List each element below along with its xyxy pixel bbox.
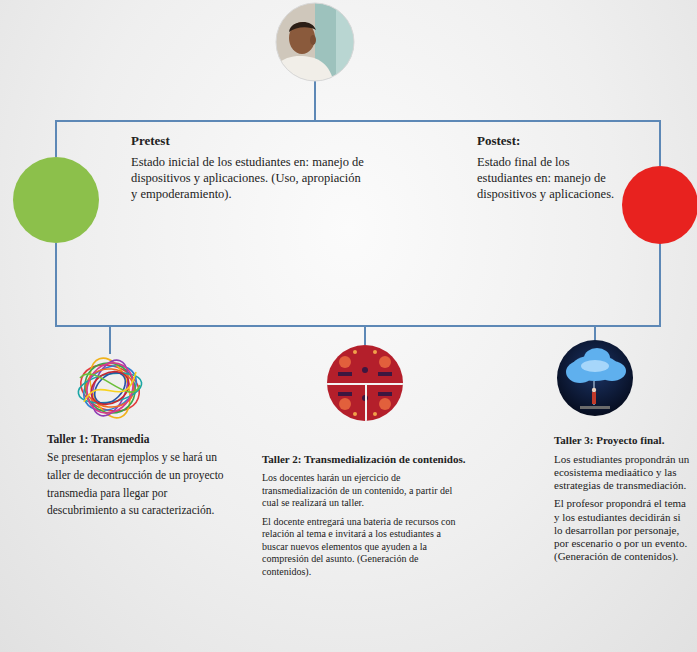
circle-shape xyxy=(622,166,697,244)
pretest-circle: PretestEstado inicial de los estudiantes… xyxy=(13,157,99,243)
circle-outline xyxy=(327,345,403,421)
circle-shape xyxy=(327,345,403,421)
workshop-description: El profesor propondrá el tema y los estu… xyxy=(554,497,691,563)
circle-shape xyxy=(76,354,144,422)
workshop-description: Se presentaran ejemplos y se hará un tal… xyxy=(47,449,227,520)
workshop-image: Taller 1: TransmediaSe presentaran ejemp… xyxy=(76,354,144,422)
workshop-heading: Taller 2: Transmedialización de contenid… xyxy=(262,452,468,466)
workshop-image: Taller 2: Transmedialización de contenid… xyxy=(327,345,403,421)
workshop-description: El docente entregará una bateria de recu… xyxy=(262,516,468,579)
yarn-ball-image xyxy=(74,353,145,424)
text-column: PretestEstado inicial de los estudiantes… xyxy=(131,133,367,203)
stage-heading: Pretest xyxy=(131,133,367,150)
text-column: Postest: Estado final de los estudiantes … xyxy=(477,133,617,203)
connector-line xyxy=(56,243,110,354)
stage-heading: Postest: xyxy=(477,133,617,150)
connector-line xyxy=(56,243,365,345)
workshop-description: Los estudiantes propondrán un ecosistema… xyxy=(554,453,691,493)
photo-stem xyxy=(314,81,316,121)
frame-line xyxy=(595,243,660,326)
workshop-heading: Taller 1: Transmedia xyxy=(47,432,227,447)
circle-shape xyxy=(557,340,633,416)
postest-circle: Postest:Estado final de los estudiantes … xyxy=(622,166,697,244)
text-column: Taller 2: Transmedialización de contenid… xyxy=(262,452,468,578)
stage-description: Estado final de los estudiantes en: mane… xyxy=(477,154,617,203)
text-column: Taller 1: Transmedia Se presentaran ejemp… xyxy=(47,432,227,520)
portrait-photo xyxy=(268,0,360,84)
stage-description: Estado inicial de los estudiantes en: ma… xyxy=(131,154,367,203)
circle-shape xyxy=(13,157,99,243)
connector-line xyxy=(56,243,595,340)
workshop-heading: Taller 3: Proyecto final. xyxy=(554,434,691,448)
text-column: Taller 3: Proyecto final. Los estudiantes… xyxy=(554,434,691,563)
circle-outline xyxy=(557,340,633,416)
circle-outline xyxy=(76,354,144,422)
circle-outline xyxy=(13,157,99,243)
workshop-image: Taller 3: Proyecto final.Los estudiantes… xyxy=(557,340,633,416)
circle-outline xyxy=(622,166,697,244)
workshop-description: Los docentes harán un ejercicio de trans… xyxy=(262,472,468,510)
cloud-image xyxy=(555,338,635,418)
textile-image xyxy=(325,343,405,423)
